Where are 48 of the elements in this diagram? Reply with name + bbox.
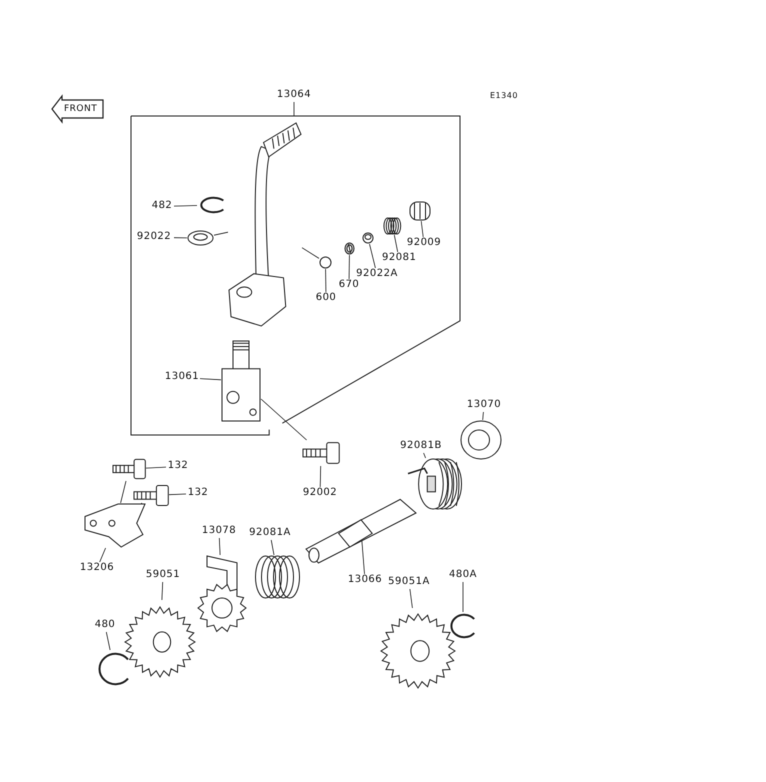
- callout-number: 13061: [164, 371, 200, 384]
- leader-line: [462, 582, 464, 612]
- drawing-code: E1340: [490, 90, 518, 102]
- callout-number: 132: [166, 460, 190, 473]
- leader-line: [200, 378, 222, 380]
- leader-line: [320, 466, 322, 488]
- leader-line: [420, 220, 424, 238]
- leader-line: [270, 540, 274, 556]
- leader-line: [423, 452, 426, 458]
- callout-number: 480: [93, 619, 117, 632]
- leader-line: [174, 237, 188, 238]
- callout-number: 13064: [276, 89, 312, 102]
- leader-line: [482, 412, 484, 420]
- callout-number: 92009: [406, 237, 442, 250]
- leader-line: [348, 254, 350, 280]
- leader-line: [410, 588, 413, 608]
- leader-line: [99, 548, 106, 562]
- callout-number: 59051: [145, 569, 181, 582]
- callout-number: 92081A: [248, 527, 292, 540]
- callout-number: 92081: [382, 252, 416, 265]
- callout-number: 92081B: [400, 440, 442, 453]
- callout-number: 482: [150, 200, 174, 213]
- leader-line: [146, 466, 166, 468]
- callout-number: 92022A: [355, 268, 399, 281]
- leader-line: [325, 268, 326, 292]
- callout-number: 59051A: [386, 576, 432, 589]
- direction-label: FRONT: [64, 103, 98, 115]
- leader-line: [162, 582, 164, 600]
- leader-line: [168, 494, 186, 496]
- leader-line: [302, 247, 320, 259]
- leader-line: [369, 244, 376, 268]
- leader-line: [394, 234, 398, 252]
- callout-number: 92022: [134, 231, 174, 244]
- callout-number: 13066: [346, 574, 384, 587]
- leader-line: [218, 538, 220, 556]
- leader-line: [106, 632, 110, 650]
- callout-number: 600: [315, 292, 337, 305]
- callout-number: 13078: [201, 525, 237, 538]
- callout-number: 480A: [448, 569, 478, 582]
- callout-number: 13070: [466, 399, 502, 412]
- callout-number: 92002: [302, 487, 338, 500]
- callout-number: 13206: [78, 562, 116, 575]
- callout-number: 670: [338, 279, 360, 292]
- callout-number: 132: [186, 487, 210, 500]
- leader-line: [174, 205, 198, 206]
- leader-line: [120, 480, 126, 504]
- leader-line: [260, 398, 307, 440]
- leader-line: [214, 232, 228, 236]
